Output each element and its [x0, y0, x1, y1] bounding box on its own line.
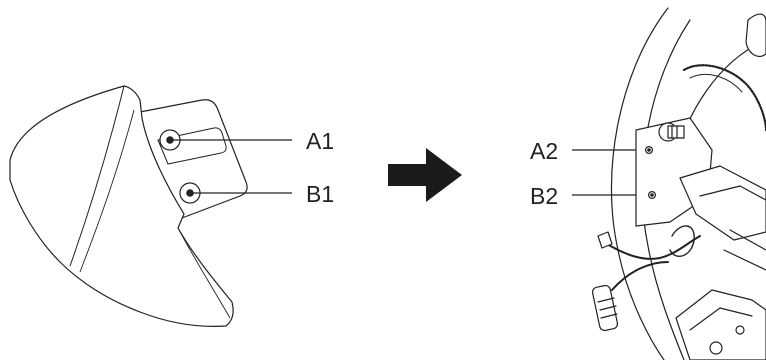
frame-bracket-edge — [699, 185, 766, 201]
wire-lower — [611, 261, 669, 291]
hole-b2 — [647, 191, 656, 200]
label-b2: B2 — [530, 183, 558, 209]
vehicle-frame — [591, 7, 766, 360]
connector-plug — [591, 284, 619, 332]
lower-arm-detail — [689, 307, 753, 331]
frame-bracket — [679, 165, 766, 241]
cable-loop — [669, 225, 695, 258]
coil-cable — [682, 64, 766, 132]
connector-ridge — [597, 297, 615, 303]
connector-ridge — [600, 313, 618, 319]
fender-shell — [9, 85, 234, 327]
bracket-slot — [157, 127, 227, 165]
fender-lower-edge — [177, 227, 231, 319]
fender-fold-line — [69, 85, 125, 267]
right-arrow-icon — [388, 148, 462, 202]
hub-cap — [745, 13, 766, 57]
wheel-arc-outer — [610, 7, 669, 360]
lower-arm — [675, 289, 766, 360]
linkage-pin — [709, 341, 723, 355]
rear-strut-2 — [723, 249, 766, 271]
fender-inner-edge — [79, 109, 135, 273]
fender-part — [9, 85, 248, 327]
coil-cable-inner — [689, 74, 743, 93]
rear-strut — [729, 229, 766, 251]
axle-bolt — [658, 122, 685, 142]
hole-a2 — [644, 146, 653, 155]
small-clip — [597, 231, 613, 249]
wire — [599, 235, 701, 260]
connector-ridge — [599, 305, 617, 311]
linkage-bolt — [735, 325, 745, 335]
label-b1: B1 — [306, 181, 334, 207]
label-a1: A1 — [306, 128, 334, 154]
label-a2: A2 — [530, 138, 558, 164]
